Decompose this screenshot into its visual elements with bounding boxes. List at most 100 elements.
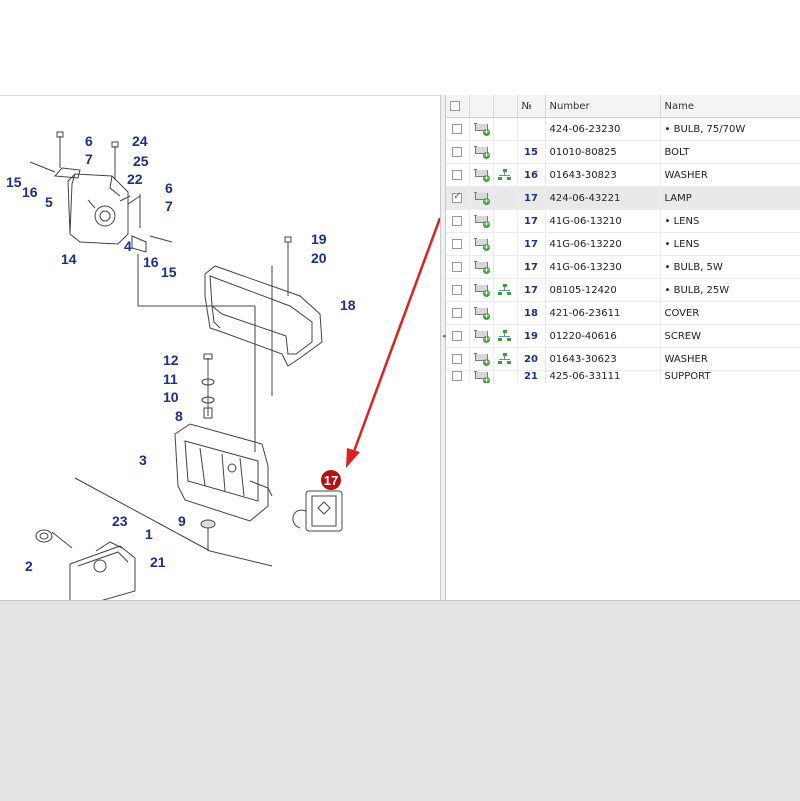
row-cart-cell[interactable]: + bbox=[469, 301, 494, 325]
cell-no: 19 bbox=[517, 324, 546, 348]
row-cart-cell[interactable]: + bbox=[469, 347, 494, 371]
row-checkbox-cell[interactable] bbox=[446, 370, 470, 383]
splitter-grip-icon[interactable]: ◂ bbox=[442, 332, 446, 340]
cart-add-icon[interactable]: + bbox=[474, 371, 490, 383]
row-cart-cell[interactable]: + bbox=[469, 278, 494, 302]
row-tree-cell bbox=[493, 140, 518, 164]
checkbox-icon[interactable] bbox=[452, 353, 463, 364]
header-name[interactable]: Name bbox=[660, 95, 800, 118]
tree-structure-icon[interactable] bbox=[498, 284, 512, 296]
callout-7a: 7 bbox=[85, 151, 93, 167]
checkbox-icon[interactable] bbox=[452, 191, 463, 203]
row-tree-cell bbox=[493, 209, 518, 233]
cart-add-icon[interactable]: + bbox=[474, 169, 490, 183]
highlight-badge-label: 17 bbox=[324, 473, 338, 488]
panel-splitter[interactable]: ◂ bbox=[440, 95, 446, 600]
row-checkbox-cell[interactable] bbox=[446, 117, 470, 141]
row-checkbox-cell[interactable] bbox=[446, 255, 470, 279]
checkbox-icon[interactable] bbox=[452, 284, 463, 295]
checkbox-icon[interactable] bbox=[452, 169, 463, 180]
table-header-row: № Number Name bbox=[446, 95, 800, 118]
cell-no: 16 bbox=[517, 163, 546, 187]
cell-no: 21 bbox=[517, 370, 546, 383]
row-tree-cell[interactable] bbox=[493, 324, 518, 348]
header-no[interactable]: № bbox=[517, 95, 546, 118]
checkbox-icon[interactable] bbox=[452, 123, 463, 134]
row-cart-cell[interactable]: + bbox=[469, 324, 494, 348]
callout-4: 4 bbox=[124, 238, 132, 254]
callout-1: 1 bbox=[145, 526, 153, 542]
row-tree-cell[interactable] bbox=[493, 163, 518, 187]
cart-add-icon[interactable]: + bbox=[474, 330, 490, 344]
cart-add-icon[interactable]: + bbox=[474, 284, 490, 298]
checkbox-icon[interactable] bbox=[452, 330, 463, 341]
cart-add-icon[interactable]: + bbox=[474, 353, 490, 367]
row-checkbox-cell[interactable] bbox=[446, 186, 470, 210]
row-cart-cell[interactable]: + bbox=[469, 232, 494, 256]
row-tree-cell[interactable] bbox=[493, 278, 518, 302]
row-tree-cell[interactable] bbox=[493, 347, 518, 371]
cart-add-icon[interactable]: + bbox=[474, 192, 490, 206]
cart-add-icon[interactable]: + bbox=[474, 307, 490, 321]
callout-16b: 16 bbox=[143, 254, 159, 270]
row-cart-cell[interactable]: + bbox=[469, 117, 494, 141]
highlight-badge[interactable] bbox=[321, 470, 341, 490]
row-checkbox-cell[interactable] bbox=[446, 163, 470, 187]
row-cart-cell[interactable]: + bbox=[469, 209, 494, 233]
row-cart-cell[interactable]: + bbox=[469, 140, 494, 164]
row-checkbox-cell[interactable] bbox=[446, 232, 470, 256]
checkbox-icon[interactable] bbox=[452, 146, 463, 157]
row-cart-cell[interactable]: + bbox=[469, 186, 494, 210]
cart-add-icon[interactable]: + bbox=[474, 261, 490, 275]
checkbox-icon[interactable] bbox=[452, 215, 463, 226]
cart-add-icon[interactable]: + bbox=[474, 238, 490, 252]
tree-structure-icon[interactable] bbox=[498, 353, 512, 365]
checkbox-icon[interactable] bbox=[452, 371, 463, 382]
row-checkbox-cell[interactable] bbox=[446, 301, 470, 325]
checkbox-icon[interactable] bbox=[452, 261, 463, 272]
checkbox-icon[interactable] bbox=[450, 100, 460, 111]
row-checkbox-cell[interactable] bbox=[446, 347, 470, 371]
cell-no: 18 bbox=[517, 301, 546, 325]
cart-add-icon[interactable]: + bbox=[474, 146, 490, 160]
header-number[interactable]: Number bbox=[545, 95, 661, 118]
callout-15b: 15 bbox=[161, 264, 177, 280]
checkbox-icon[interactable] bbox=[452, 238, 463, 249]
header-select-all[interactable] bbox=[446, 95, 470, 118]
row-checkbox-cell[interactable] bbox=[446, 140, 470, 164]
tree-structure-icon[interactable] bbox=[498, 169, 512, 181]
row-cart-cell[interactable]: + bbox=[469, 370, 494, 383]
parts-diagram-panel[interactable]: 6 7 24 25 15 16 5 22 6 7 14 4 16 15 19 2… bbox=[0, 95, 440, 601]
tree-structure-icon[interactable] bbox=[498, 330, 512, 342]
cell-no: 17 bbox=[517, 255, 546, 279]
cell-no: 17 bbox=[517, 209, 546, 233]
cell-no bbox=[517, 117, 546, 141]
exploded-parts-diagram: 6 7 24 25 15 16 5 22 6 7 14 4 16 15 19 2… bbox=[6, 131, 440, 601]
table-row[interactable]: +424-06-23230• BULB, 75/70W bbox=[446, 117, 800, 141]
row-checkbox-cell[interactable] bbox=[446, 278, 470, 302]
cell-part-name: • BULB, 5W bbox=[660, 255, 800, 279]
row-checkbox-cell[interactable] bbox=[446, 324, 470, 348]
cart-add-icon[interactable]: + bbox=[474, 215, 490, 229]
cart-add-icon[interactable]: + bbox=[474, 123, 490, 137]
checkbox-icon[interactable] bbox=[452, 307, 463, 318]
row-cart-cell[interactable]: + bbox=[469, 163, 494, 187]
callout-14: 14 bbox=[61, 251, 77, 267]
cell-no: 17 bbox=[517, 186, 546, 210]
row-checkbox-cell[interactable] bbox=[446, 209, 470, 233]
header-cart-column bbox=[469, 95, 494, 118]
cell-part-number: 01643-30623 bbox=[545, 347, 661, 371]
cell-no: 15 bbox=[517, 140, 546, 164]
row-cart-cell[interactable]: + bbox=[469, 255, 494, 279]
